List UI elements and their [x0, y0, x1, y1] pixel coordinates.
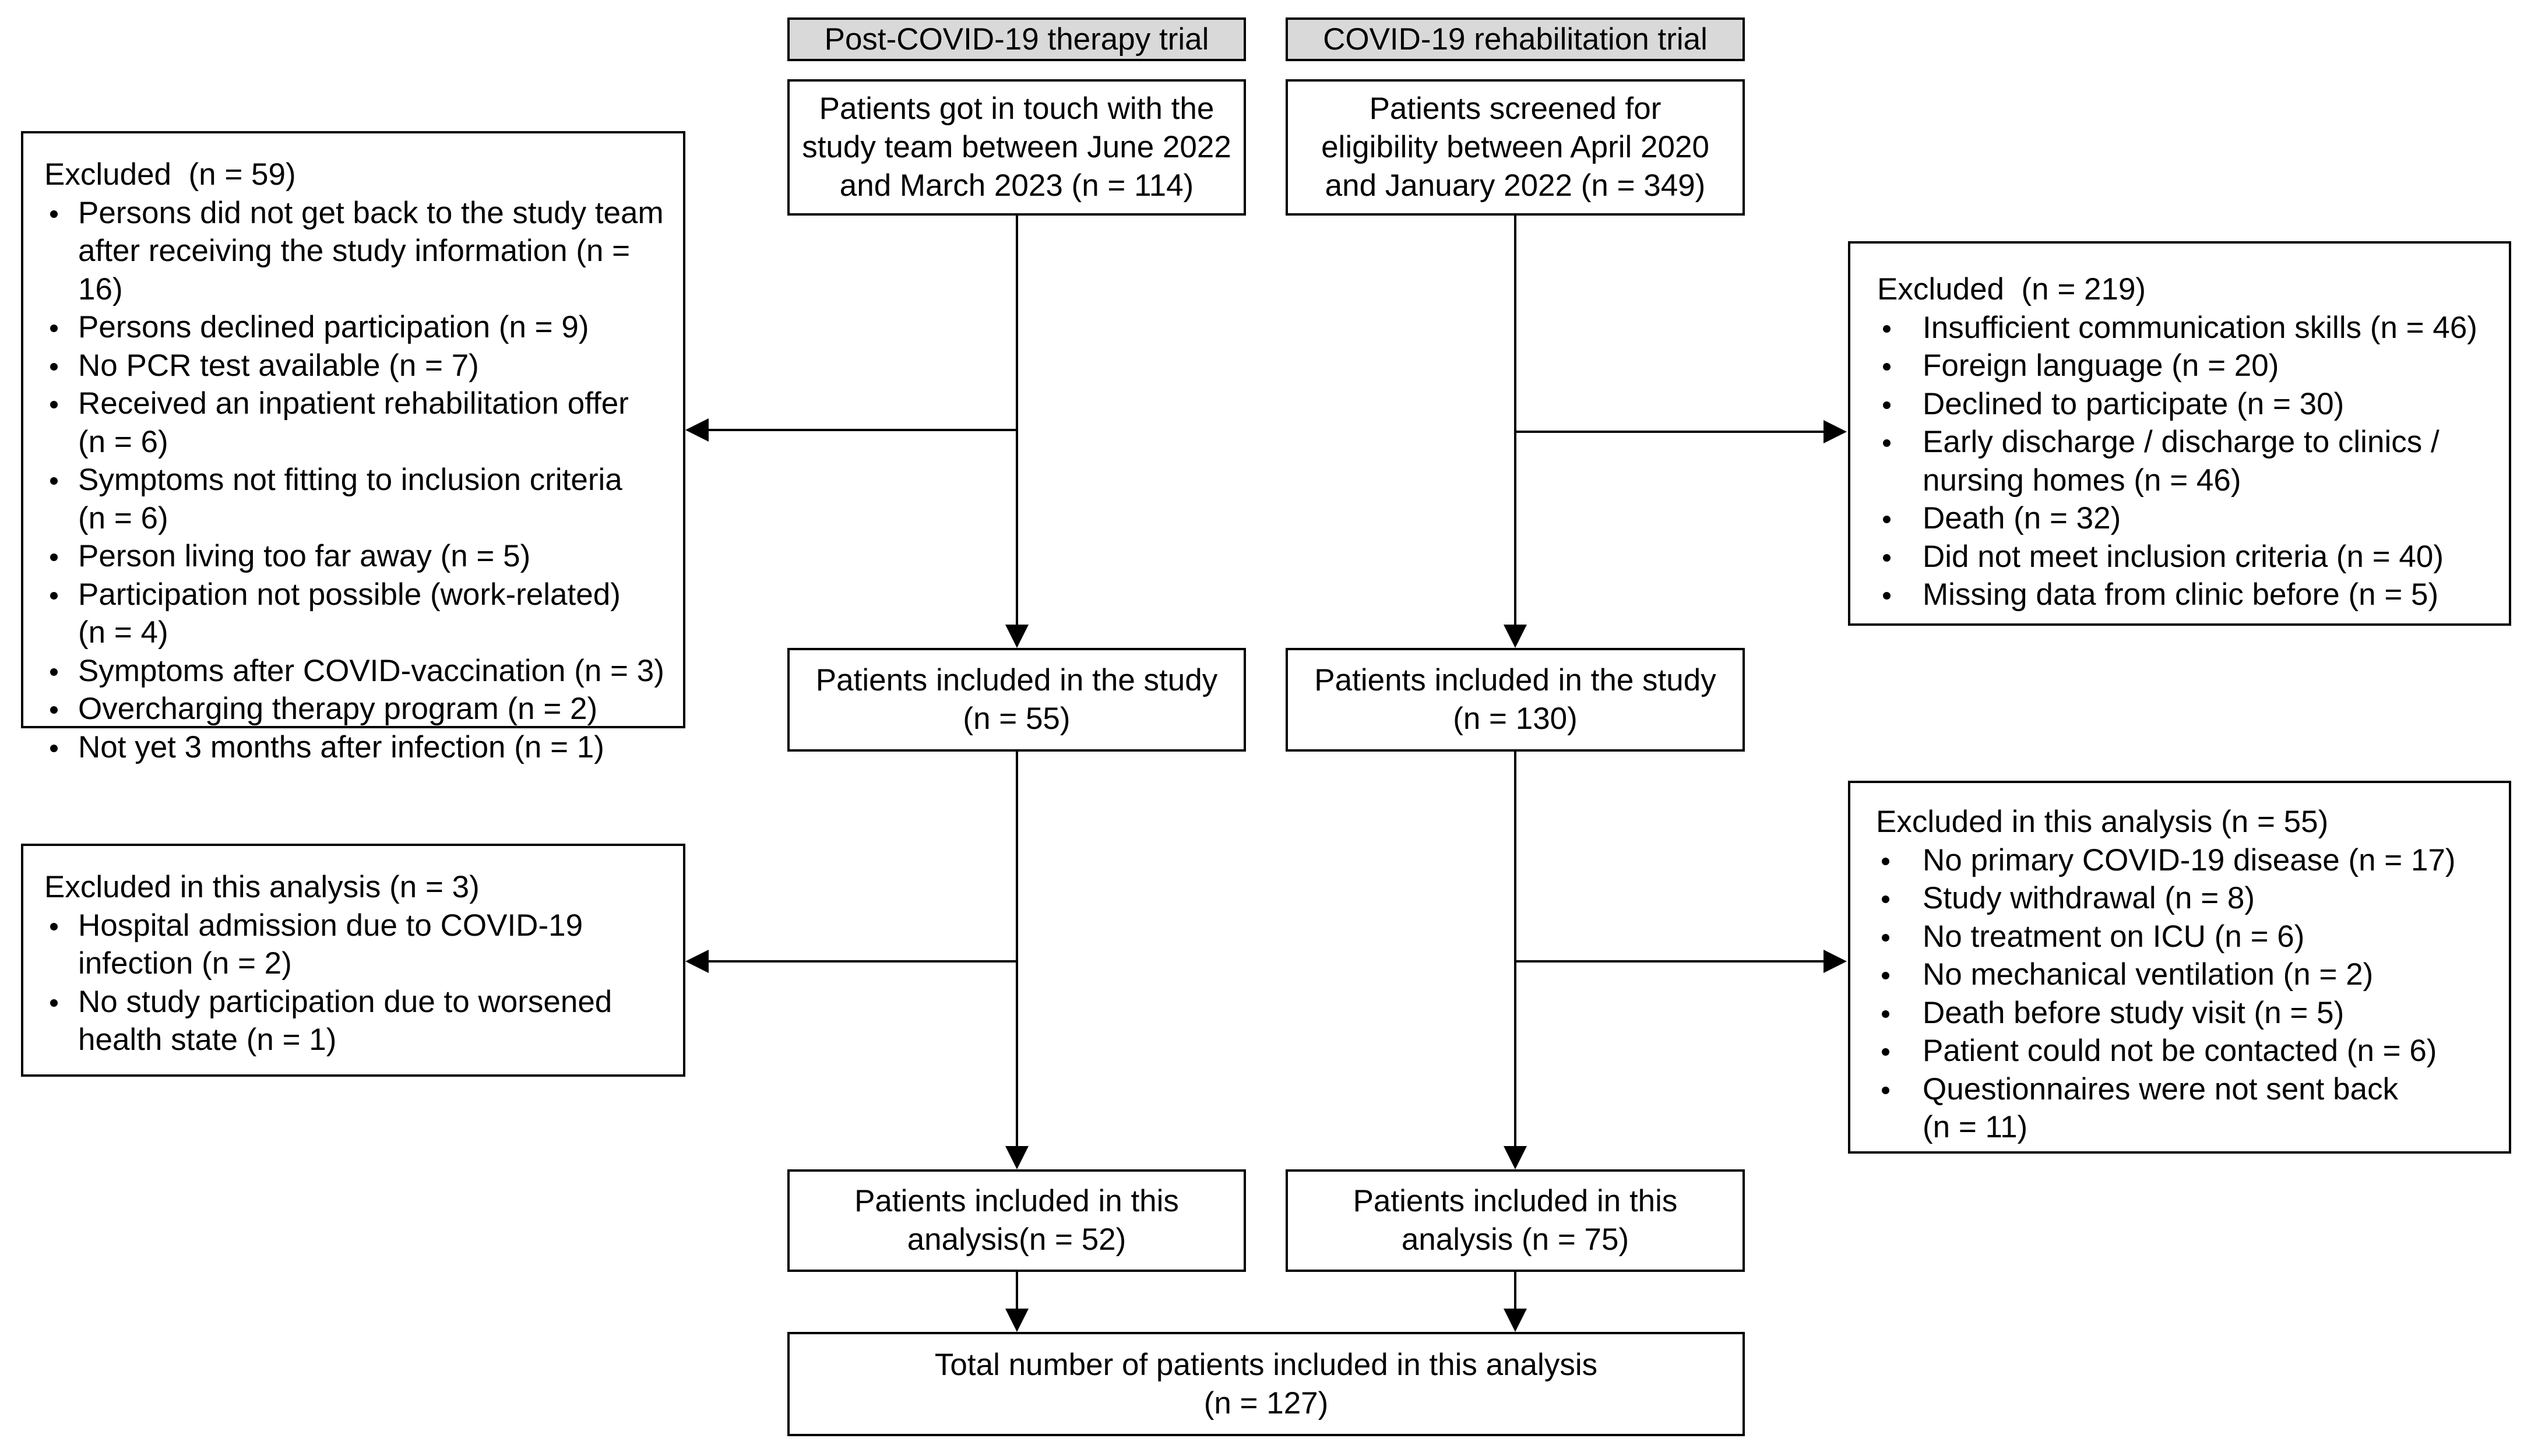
text-line: Patients got in touch with the: [819, 91, 1215, 126]
excluded-box-right: Excluded (n = 219) Insufficient communic…: [1848, 241, 2511, 626]
text-line: (n = 55): [963, 701, 1071, 736]
text-line: (n = 130): [1453, 701, 1578, 736]
text-line: Patients screened for: [1369, 91, 1661, 126]
excluded-list: Insufficient communication skills (n = 4…: [1877, 309, 2501, 614]
excluded-analysis-title: Excluded in this analysis (n = 55): [1876, 805, 2329, 839]
list-item: Declined to participate (n = 30): [1877, 385, 2501, 424]
trial-header-left: Post-COVID-19 therapy trial: [787, 17, 1246, 61]
text-line: (n = 127): [1203, 1386, 1329, 1420]
list-item: Not yet 3 months after infection (n = 1): [44, 728, 675, 767]
list-item: Received an inpatient rehabilitation off…: [44, 385, 675, 461]
text-line: Patients included in this: [1353, 1184, 1678, 1218]
excluded-title: Excluded (n = 59): [44, 157, 296, 192]
list-item: Patient could not be contacted (n = 6): [1876, 1032, 2501, 1070]
list-item: Person living too far away (n = 5): [44, 537, 675, 576]
enrollment-box-left: Patients got in touch with the study tea…: [787, 79, 1246, 216]
list-item: No mechanical ventilation (n = 2): [1876, 956, 2501, 994]
text-line: analysis(n = 52): [907, 1222, 1127, 1257]
included-study-box-right: Patients included in the study (n = 130): [1286, 648, 1745, 752]
text-line: analysis (n = 75): [1401, 1222, 1629, 1257]
text-line: eligibility between April 2020: [1321, 130, 1709, 164]
trial-title-left: Post-COVID-19 therapy trial: [824, 22, 1209, 57]
excluded-analysis-title: Excluded in this analysis (n = 3): [44, 870, 480, 904]
excluded-list: Persons did not get back to the study te…: [44, 194, 675, 767]
list-item: Foreign language (n = 20): [1877, 347, 2501, 385]
excluded-title: Excluded (n = 219): [1877, 272, 2146, 306]
text-line: Patients included in this: [854, 1184, 1179, 1218]
list-item: No PCR test available (n = 7): [44, 347, 675, 385]
list-item: Symptoms after COVID-vaccination (n = 3): [44, 652, 675, 690]
text-line: Total number of patients included in thi…: [934, 1347, 1598, 1382]
list-item: Symptoms not fitting to inclusion criter…: [44, 461, 675, 537]
excluded-analysis-box-left: Excluded in this analysis (n = 3) Hospit…: [21, 844, 685, 1077]
list-item: No treatment on ICU (n = 6): [1876, 918, 2501, 956]
list-item: Questionnaires were not sent back(n = 11…: [1876, 1070, 2501, 1147]
list-item: Participation not possible (work-related…: [44, 576, 675, 652]
text-line: Patients included in the study: [1314, 663, 1716, 697]
trial-title-right: COVID-19 rehabilitation trial: [1323, 22, 1708, 57]
trial-header-right: COVID-19 rehabilitation trial: [1286, 17, 1745, 61]
excluded-box-left: Excluded (n = 59) Persons did not get ba…: [21, 131, 685, 764]
list-item: Insufficient communication skills (n = 4…: [1877, 309, 2501, 347]
list-item: Death before study visit (n = 5): [1876, 994, 2501, 1032]
list-item: Persons declined participation (n = 9): [44, 308, 675, 347]
list-item: Persons did not get back to the study te…: [44, 194, 675, 309]
list-item: Missing data from clinic before (n = 5): [1877, 576, 2501, 614]
excluded-analysis-list: No primary COVID-19 disease (n = 17) Stu…: [1876, 841, 2501, 1147]
list-item: Overcharging therapy program (n = 2): [44, 690, 675, 728]
total-box: Total number of patients included in thi…: [787, 1332, 1745, 1436]
included-study-box-left: Patients included in the study (n = 55): [787, 648, 1246, 752]
list-item: Death (n = 32): [1877, 499, 2501, 538]
included-analysis-box-left: Patients included in this analysis(n = 5…: [787, 1169, 1246, 1272]
text-line: Patients included in the study: [815, 663, 1218, 697]
excluded-analysis-box-right: Excluded in this analysis (n = 55) No pr…: [1848, 781, 2511, 1154]
included-analysis-box-right: Patients included in this analysis (n = …: [1286, 1169, 1745, 1272]
text-line: and January 2022 (n = 349): [1325, 168, 1706, 203]
list-item: Early discharge / discharge to clinics /…: [1877, 423, 2501, 499]
text-line: and March 2023 (n = 114): [839, 168, 1194, 203]
text-line: study team between June 2022: [802, 130, 1231, 164]
list-item: Study withdrawal (n = 8): [1876, 879, 2501, 918]
list-item: Did not meet inclusion criteria (n = 40): [1877, 538, 2501, 576]
enrollment-box-right: Patients screened for eligibility betwee…: [1286, 79, 1745, 216]
list-item: No primary COVID-19 disease (n = 17): [1876, 841, 2501, 880]
